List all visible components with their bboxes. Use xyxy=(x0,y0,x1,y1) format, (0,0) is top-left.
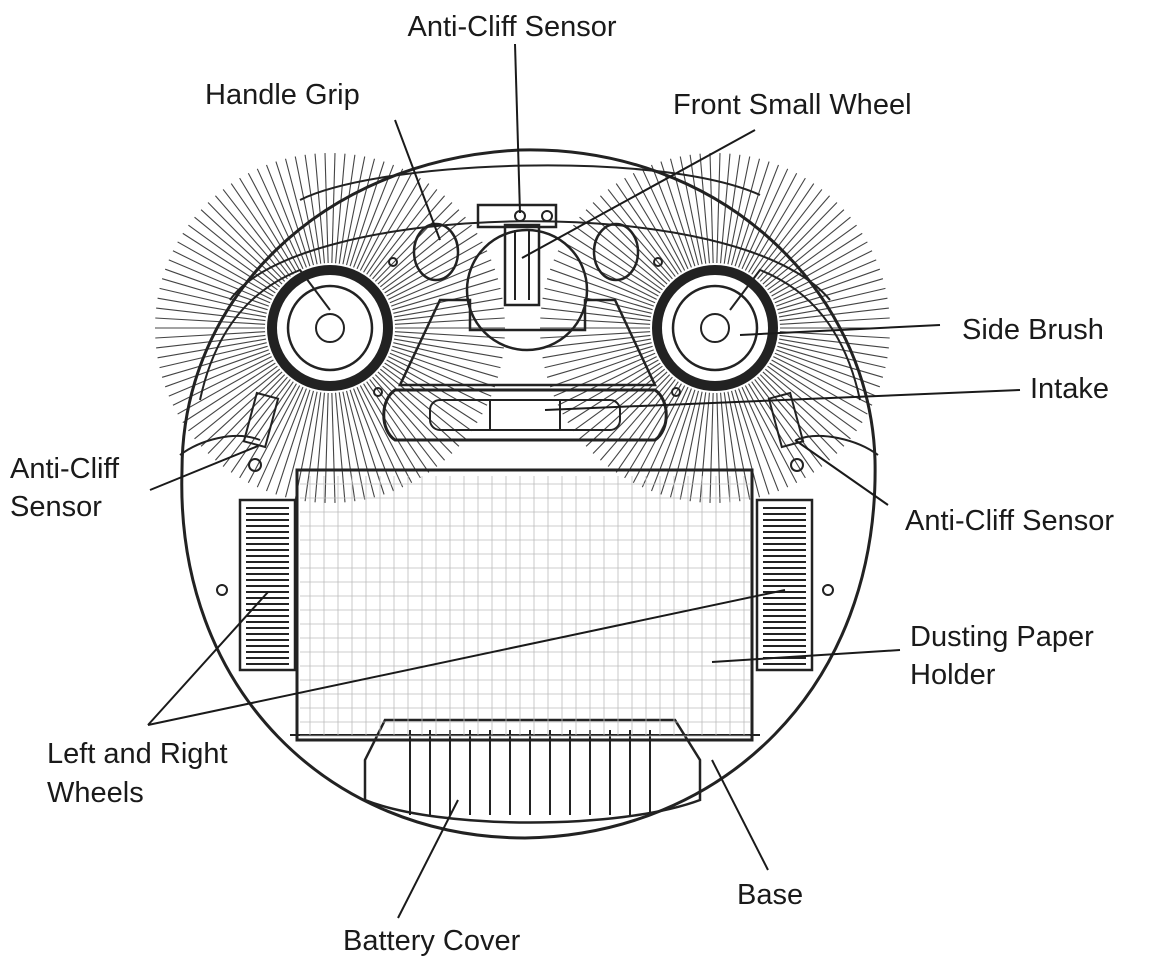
battery-cover-slots xyxy=(409,730,651,815)
leader-anti-cliff-top xyxy=(514,43,521,214)
label-front-small-wheel: Front Small Wheel xyxy=(673,89,912,121)
anti-cliff-sensor-left xyxy=(242,391,280,472)
label-wheels-line2: Wheels xyxy=(47,777,144,809)
side-brush-bristles-left xyxy=(155,153,505,503)
label-wheels-line1: Left and Right xyxy=(47,738,228,770)
wheel-right xyxy=(755,498,814,672)
side-brush-bristles-right xyxy=(540,153,890,503)
front-small-wheel xyxy=(465,223,589,352)
leader-dusting-paper xyxy=(711,649,901,663)
wheel-left xyxy=(238,498,297,672)
label-anti-cliff-sensor-top: Anti-Cliff Sensor xyxy=(408,11,617,43)
label-base: Base xyxy=(737,879,803,911)
side-brush-left xyxy=(267,265,393,391)
intake xyxy=(382,298,668,442)
leader-lines xyxy=(147,43,1021,919)
label-anti-cliff-left-line2: Sensor xyxy=(10,491,102,523)
leader-anti-cliff-right xyxy=(794,439,889,506)
anti-cliff-sensor-right xyxy=(767,391,805,472)
battery-cover xyxy=(363,718,702,824)
leader-battery-cover xyxy=(397,799,459,919)
labels: Anti-Cliff Sensor Handle Grip Front Smal… xyxy=(10,11,1114,957)
label-battery-cover: Battery Cover xyxy=(343,925,521,957)
anti-cliff-sensor-top xyxy=(476,203,558,229)
screws xyxy=(216,257,834,596)
label-side-brush: Side Brush xyxy=(962,314,1104,346)
leader-wheels-right xyxy=(147,589,786,726)
leader-intake xyxy=(544,389,1021,411)
handle-grips xyxy=(412,222,640,282)
leader-base xyxy=(711,759,769,871)
dusting-paper-grid xyxy=(300,476,750,737)
side-brush-right xyxy=(652,265,778,391)
dusting-paper-holder xyxy=(295,468,754,742)
leader-anti-cliff-left xyxy=(149,445,259,491)
label-handle-grip: Handle Grip xyxy=(205,79,360,111)
leader-wheels-left xyxy=(147,591,269,726)
label-anti-cliff-left-line1: Anti-Cliff xyxy=(10,453,120,485)
label-anti-cliff-sensor-right: Anti-Cliff Sensor xyxy=(905,505,1114,537)
label-dusting-paper-line2: Holder xyxy=(910,659,996,691)
leader-handle-grip xyxy=(394,119,441,241)
leader-front-small-wheel xyxy=(521,129,756,259)
leader-side-brush xyxy=(739,324,941,336)
label-intake: Intake xyxy=(1030,373,1109,405)
label-dusting-paper-line1: Dusting Paper xyxy=(910,621,1094,653)
